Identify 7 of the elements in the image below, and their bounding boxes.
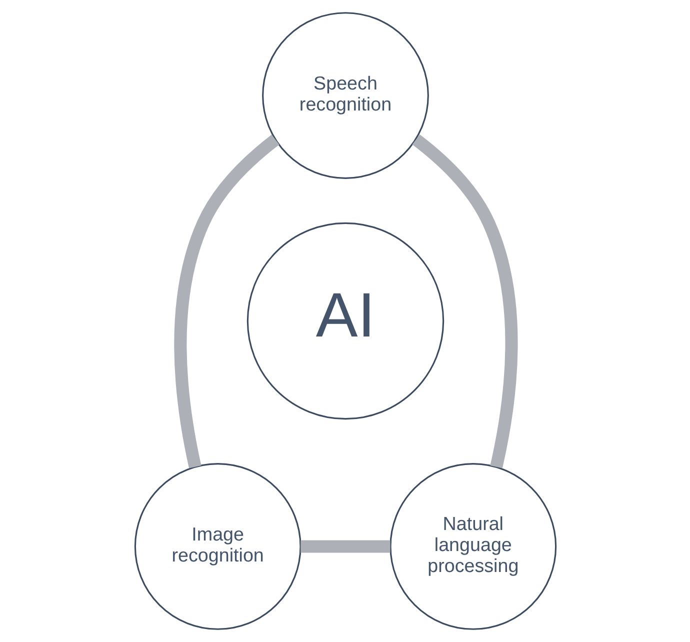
- node-circle: Speech recognition: [262, 12, 428, 179]
- node-circle: Natural language processing: [389, 463, 556, 630]
- node-circle: AI: [246, 222, 444, 420]
- connector: [412, 134, 518, 468]
- connector: [174, 134, 279, 468]
- node-circle: Image recognition: [134, 463, 301, 630]
- connector: [300, 540, 390, 553]
